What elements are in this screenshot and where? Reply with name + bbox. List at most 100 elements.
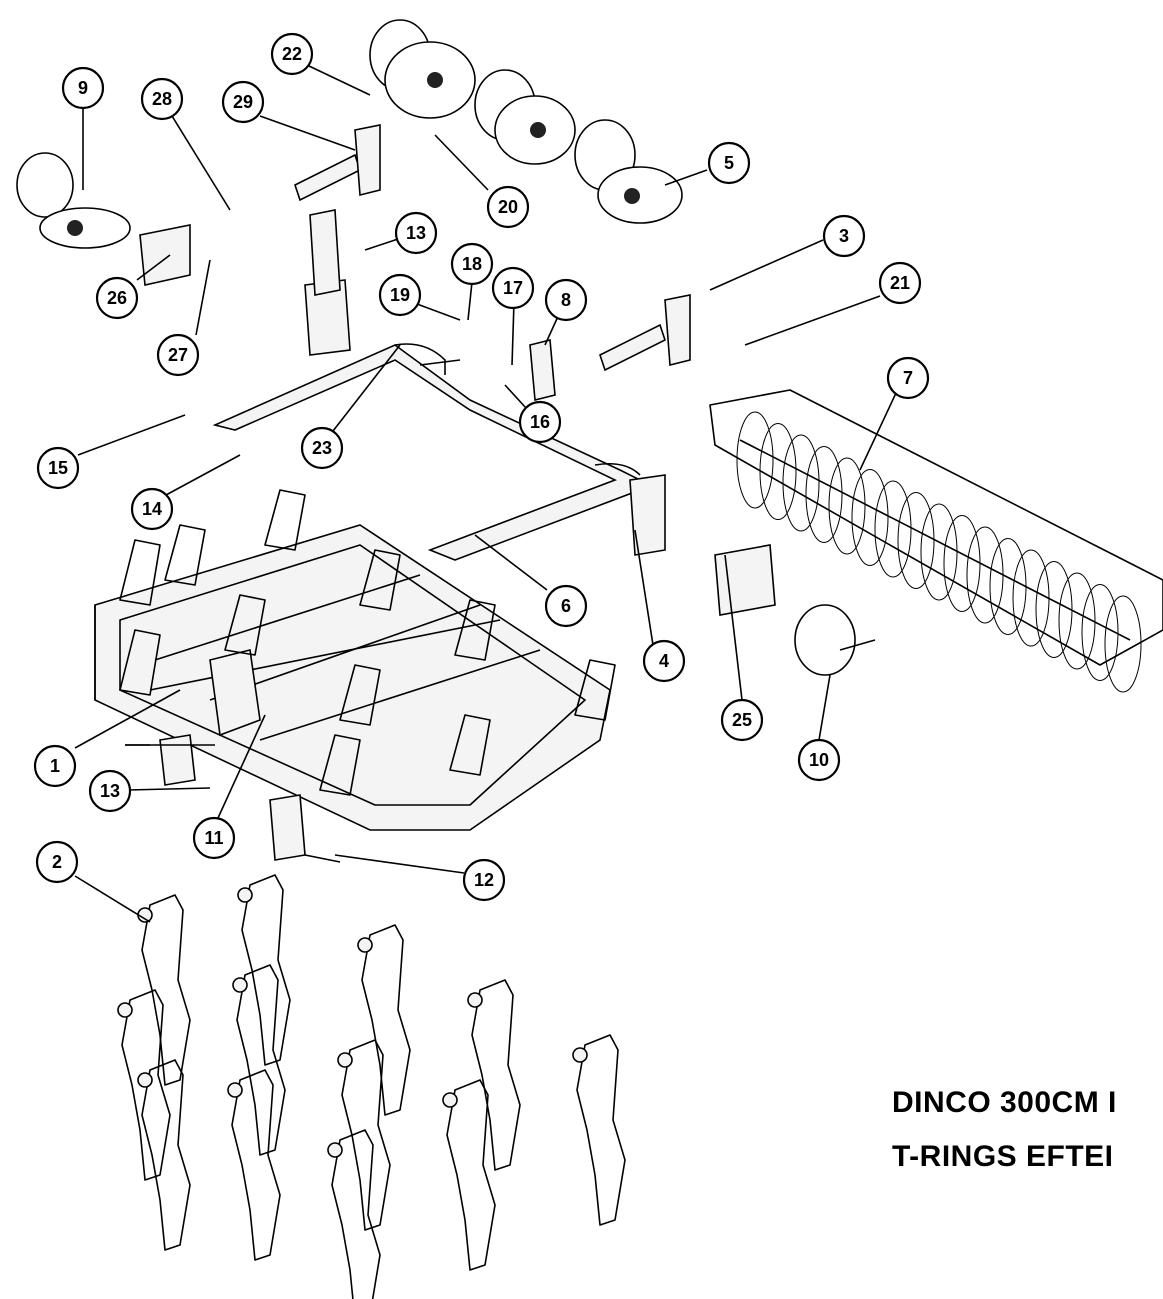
svg-text:7: 7 <box>903 368 913 388</box>
rear-frame <box>212 279 666 561</box>
roller-ring <box>989 538 1027 635</box>
roller-ring <box>897 492 935 589</box>
disc-unit-top-1 <box>369 19 476 119</box>
callout-17: 17 <box>491 266 535 310</box>
svg-text:25: 25 <box>732 710 752 730</box>
svg-text:21: 21 <box>890 273 910 293</box>
tine-clamp <box>237 887 253 903</box>
callout-6: 6 <box>544 584 588 628</box>
svg-text:22: 22 <box>282 44 302 64</box>
spring-tines <box>117 874 626 1299</box>
svg-text:5: 5 <box>724 153 734 173</box>
spring-tine <box>141 894 191 1086</box>
callout-22: 22 <box>270 32 314 76</box>
svg-text:13: 13 <box>406 223 426 243</box>
crumbler-roller <box>709 389 1163 693</box>
main-frame <box>94 489 616 863</box>
callout-29: 29 <box>221 80 265 124</box>
svg-text:13: 13 <box>100 781 120 801</box>
tine-clamp <box>232 977 248 993</box>
callout-5: 5 <box>707 141 751 185</box>
tine-clamp <box>227 1082 243 1098</box>
callout-23: 23 <box>300 426 344 470</box>
roller-ring <box>851 469 889 566</box>
svg-text:6: 6 <box>561 596 571 616</box>
callout-21: 21 <box>878 261 922 305</box>
roller-ring <box>943 515 981 612</box>
roller-ring <box>805 446 843 543</box>
spring-tine <box>241 874 291 1066</box>
spring-tine <box>231 1069 281 1261</box>
svg-text:14: 14 <box>142 499 162 519</box>
svg-text:4: 4 <box>659 651 669 671</box>
diagram-title-line-2: T-RINGS EFTEI <box>892 1140 1114 1173</box>
callout-14: 14 <box>130 487 174 531</box>
roller-ring <box>874 480 912 578</box>
tine-clamp <box>337 1052 353 1068</box>
svg-text:11: 11 <box>204 828 223 848</box>
callout-8: 8 <box>544 278 588 322</box>
diagram-title-line-1: DINCO 300CM I <box>892 1086 1117 1119</box>
roller-ring <box>1035 561 1073 658</box>
roller-ring <box>1058 572 1096 670</box>
tine-clamp <box>572 1047 588 1063</box>
callout-7: 7 <box>886 356 930 400</box>
svg-text:19: 19 <box>390 285 410 305</box>
callout-25: 25 <box>720 698 764 742</box>
callout-18: 18 <box>450 242 494 286</box>
svg-text:2: 2 <box>52 852 62 872</box>
tine-clamp <box>357 937 373 953</box>
spring-tine <box>471 979 521 1171</box>
svg-text:17: 17 <box>503 278 523 298</box>
svg-text:16: 16 <box>530 412 550 432</box>
svg-text:26: 26 <box>107 288 127 308</box>
svg-text:29: 29 <box>233 92 253 112</box>
roller-ring <box>828 457 866 555</box>
svg-text:3: 3 <box>839 226 849 246</box>
svg-text:20: 20 <box>498 197 518 217</box>
callout-3: 3 <box>822 214 866 258</box>
roller-ring <box>759 423 797 520</box>
callout-4: 4 <box>642 639 686 683</box>
spring-tine <box>576 1034 626 1226</box>
svg-text:10: 10 <box>809 750 829 770</box>
callout-26: 26 <box>95 276 139 320</box>
svg-text:23: 23 <box>312 438 332 458</box>
callout-19: 19 <box>378 273 422 317</box>
callout-9: 9 <box>61 66 105 110</box>
spring-tine <box>236 964 286 1156</box>
callout-20: 20 <box>486 185 530 229</box>
spring-tine <box>331 1129 381 1299</box>
svg-text:15: 15 <box>48 458 68 478</box>
spring-tine <box>141 1059 191 1251</box>
tine-clamp <box>467 992 483 1008</box>
callout-16: 16 <box>518 400 562 444</box>
callout-12: 12 <box>462 858 506 902</box>
callout-1: 1 <box>33 744 77 788</box>
roller-ring <box>1012 549 1050 647</box>
disc-assemblies <box>16 19 876 676</box>
callout-13-upper: 13 <box>394 211 438 255</box>
callout-10: 10 <box>797 738 841 782</box>
tine-clamp <box>117 1002 133 1018</box>
leader-lines <box>74 65 897 923</box>
callout-15: 15 <box>36 446 80 490</box>
roller-ring <box>736 411 774 509</box>
svg-text:28: 28 <box>152 89 172 109</box>
roller-ring <box>1081 584 1119 681</box>
callout-13-lower: 13 <box>88 769 132 813</box>
roller-ring <box>1104 595 1142 693</box>
disc-unit-9 <box>16 152 131 249</box>
svg-text:1: 1 <box>50 756 60 776</box>
svg-text:12: 12 <box>474 870 494 890</box>
callout-27: 27 <box>156 333 200 377</box>
tine-clamp <box>327 1142 343 1158</box>
disc-unit-top-2 <box>474 69 576 165</box>
spring-tine <box>121 989 171 1181</box>
callout-11: 11 <box>192 816 236 860</box>
tine-clamp <box>442 1092 458 1108</box>
callout-2: 2 <box>35 840 79 884</box>
spring-tine <box>341 1039 391 1231</box>
